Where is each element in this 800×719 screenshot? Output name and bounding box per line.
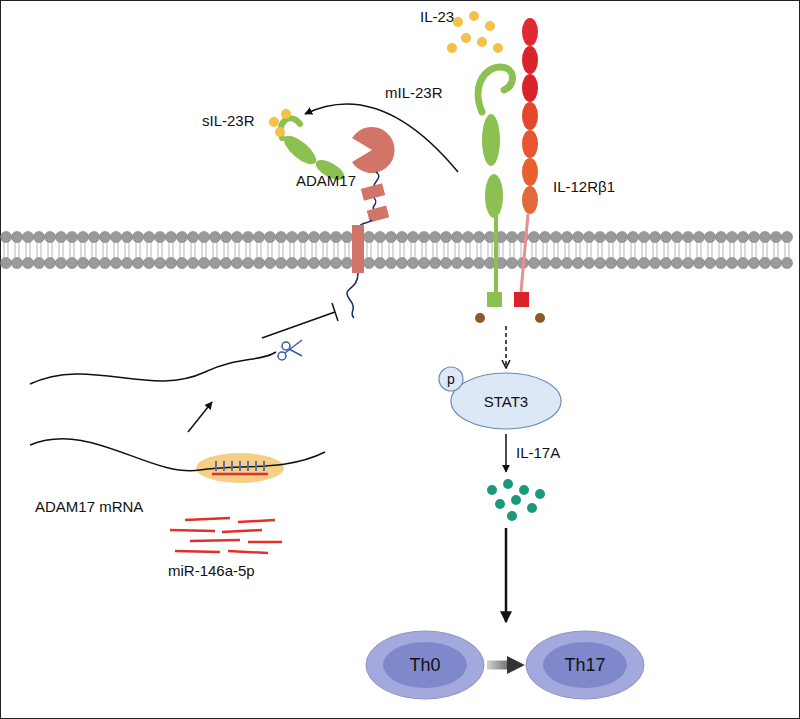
lipid-bilayer xyxy=(1,232,793,269)
mil23r-receptor xyxy=(475,67,513,323)
arrowhead xyxy=(510,665,523,666)
il12rb1-receptor xyxy=(514,18,545,323)
receptor-name: mIL-23R xyxy=(385,84,443,101)
protease-name: ADAM17 xyxy=(296,172,356,189)
th0-cell: Th0 xyxy=(365,630,485,700)
mirna-name: miR-146a-5p xyxy=(168,562,255,579)
th17-cell: Th17 xyxy=(525,630,645,700)
node-label: Th0 xyxy=(409,655,440,676)
inhibition-line xyxy=(262,303,338,338)
mrna-name: ADAM17 mRNA xyxy=(35,498,143,515)
il17a-dots xyxy=(487,479,545,521)
node-label: Th17 xyxy=(564,655,605,676)
scissors-icon xyxy=(278,340,302,360)
receptor-name: IL-12Rβ1 xyxy=(553,178,615,195)
differentiation-arrow xyxy=(505,528,508,622)
ligand-name: IL-23 xyxy=(420,8,454,25)
mrna-strands xyxy=(30,352,325,483)
mirna-strands xyxy=(170,518,282,553)
node-label: STAT3 xyxy=(484,393,528,410)
cytokine-name: IL-17A xyxy=(516,444,560,461)
phospho-group: p xyxy=(438,366,464,392)
activation-arrow xyxy=(505,326,507,368)
adam17-protease xyxy=(347,127,395,318)
expression-arrow xyxy=(505,434,507,472)
soluble-receptor-name: sIL-23R xyxy=(202,112,255,129)
stat3-protein: STAT3 xyxy=(450,372,562,430)
transition-arrow xyxy=(487,661,511,670)
node-label: p xyxy=(447,371,455,387)
il23-dots xyxy=(447,11,503,53)
